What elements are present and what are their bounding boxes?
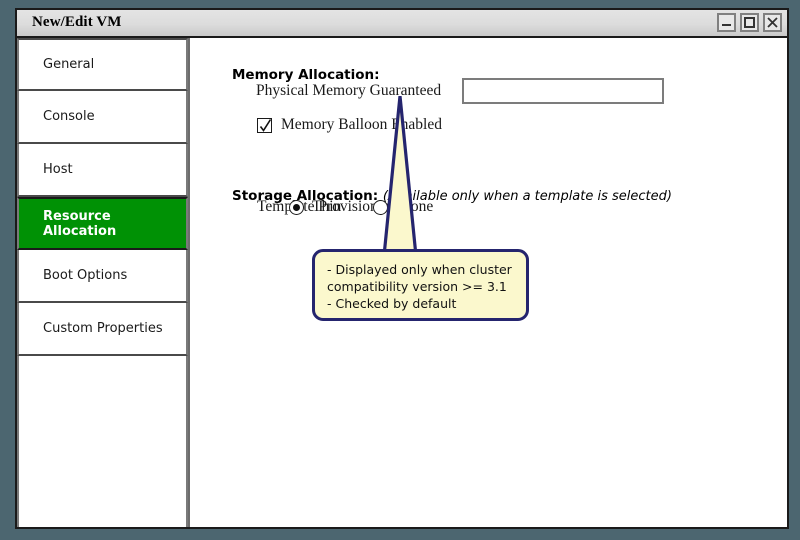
- storage-allocation-note: (Available only when a template is selec…: [382, 189, 672, 204]
- storage-allocation-heading: Storage Allocation: (Available only when…: [232, 188, 672, 204]
- sidebar-item-custom-properties[interactable]: Custom Properties: [17, 303, 188, 356]
- memory-balloon-enabled-label: Memory Balloon Enabled: [281, 116, 442, 133]
- sidebar-nav: General Console Host Resource Allocation…: [17, 38, 190, 527]
- vm-dialog-window: New/Edit VM General Console Host: [15, 8, 789, 529]
- sidebar-item-host[interactable]: Host: [17, 144, 188, 197]
- sidebar-item-boot-options[interactable]: Boot Options: [17, 250, 188, 303]
- sidebar-item-label: Custom Properties: [43, 321, 163, 336]
- template-provisioning-row: Template Provisioning Thin Clone: [257, 198, 433, 216]
- sidebar-item-label: Console: [43, 109, 95, 124]
- minimize-button[interactable]: [717, 13, 736, 32]
- sidebar-item-label: Resource Allocation: [43, 208, 117, 239]
- storage-allocation-heading-text: Storage Allocation:: [232, 188, 379, 204]
- sidebar-item-resource-allocation[interactable]: Resource Allocation: [17, 197, 188, 250]
- physical-memory-guaranteed-label: Physical Memory Guaranteed: [256, 82, 442, 99]
- memory-allocation-heading: Memory Allocation:: [232, 67, 380, 83]
- radio-option-label: Clone: [396, 198, 434, 215]
- title-bar: New/Edit VM: [17, 10, 787, 38]
- maximize-button[interactable]: [740, 13, 759, 32]
- sidebar-item-label: Boot Options: [43, 268, 128, 283]
- callout-bubble: - Displayed only when cluster compatibil…: [312, 249, 529, 321]
- radio-option-thin[interactable]: Thin: [289, 198, 341, 216]
- checkmark-icon: [257, 117, 272, 133]
- callout-line: - Checked by default: [327, 296, 457, 311]
- radio-option-clone[interactable]: Clone: [373, 198, 433, 216]
- sidebar-item-label: Host: [43, 162, 73, 177]
- resource-allocation-panel: Memory Allocation: Physical Memory Guara…: [192, 38, 787, 527]
- sidebar-item-general[interactable]: General: [17, 38, 188, 91]
- window-title: New/Edit VM: [32, 14, 122, 30]
- window-controls: [717, 13, 782, 32]
- memory-balloon-enabled-checkbox[interactable]: Memory Balloon Enabled: [257, 116, 442, 134]
- callout-line: compatibility version >= 3.1: [327, 279, 507, 294]
- sidebar-empty-area: [17, 356, 188, 527]
- close-button[interactable]: [763, 13, 782, 32]
- sidebar-item-console[interactable]: Console: [17, 91, 188, 144]
- sidebar-item-label: General: [43, 57, 95, 72]
- callout-line: - Displayed only when cluster: [327, 262, 512, 277]
- physical-memory-guaranteed-input[interactable]: [462, 78, 664, 104]
- window-body: General Console Host Resource Allocation…: [17, 38, 787, 527]
- radio-unselected-icon: [373, 199, 389, 215]
- radio-option-label: Thin: [312, 198, 342, 215]
- radio-selected-icon: [289, 199, 304, 215]
